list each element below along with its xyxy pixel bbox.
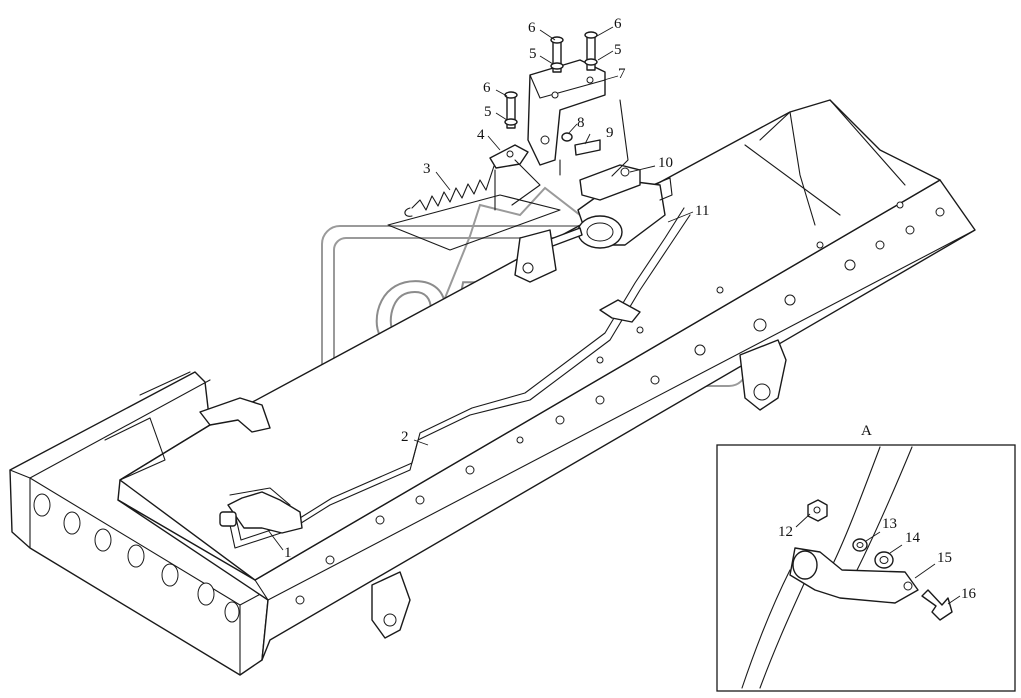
callout-4: 4 [477, 127, 485, 143]
pipe-fitting-1 [227, 491, 303, 534]
callout-10: 10 [658, 155, 673, 171]
right-side-rail [119, 99, 941, 581]
crossmember-tab [199, 397, 271, 433]
detail-view-a: A 12 13 14 15 16 [716, 423, 1016, 692]
callout-12: 12 [778, 524, 793, 540]
upper-bracket-group [387, 31, 629, 251]
chassis-frame [9, 99, 976, 676]
callout-2: 2 [401, 429, 409, 445]
spring-3 [411, 179, 487, 211]
front-hanger-bracket [371, 571, 411, 639]
air-pipe [219, 207, 691, 549]
callout-3: 3 [423, 161, 431, 177]
callout-8: 8 [577, 115, 585, 131]
callout-6c: 6 [483, 80, 491, 96]
detail-bracket-15 [789, 547, 919, 604]
detail-pipe [741, 569, 791, 689]
detail-bolt-16 [921, 589, 953, 621]
washer-5-b [584, 58, 598, 66]
detail-view-label: A [861, 423, 872, 439]
cylinder-assembly [514, 164, 673, 323]
washer-5-a [550, 62, 564, 70]
callout-9: 9 [606, 125, 614, 141]
washer-5-c [504, 118, 518, 126]
washer-8 [561, 132, 573, 142]
hose-clip-11 [599, 299, 641, 323]
bolt-9 [574, 139, 601, 156]
callout-5c: 5 [484, 104, 492, 120]
callouts-main: 6 6 5 5 7 6 5 8 9 4 3 10 11 2 1 [267, 16, 709, 561]
callout-15: 15 [937, 550, 952, 566]
callout-1: 1 [284, 545, 292, 561]
rear-hanger-bracket [739, 339, 787, 411]
callout-11: 11 [695, 203, 709, 219]
detail-view-frame [716, 444, 1016, 692]
callout-6a: 6 [528, 20, 536, 36]
callout-5a: 5 [529, 46, 537, 62]
callout-14: 14 [905, 530, 921, 546]
callout-13: 13 [882, 516, 897, 532]
callout-7: 7 [618, 66, 626, 82]
callout-5b: 5 [614, 42, 622, 58]
callout-16: 16 [961, 586, 977, 602]
callout-6b: 6 [614, 16, 622, 32]
